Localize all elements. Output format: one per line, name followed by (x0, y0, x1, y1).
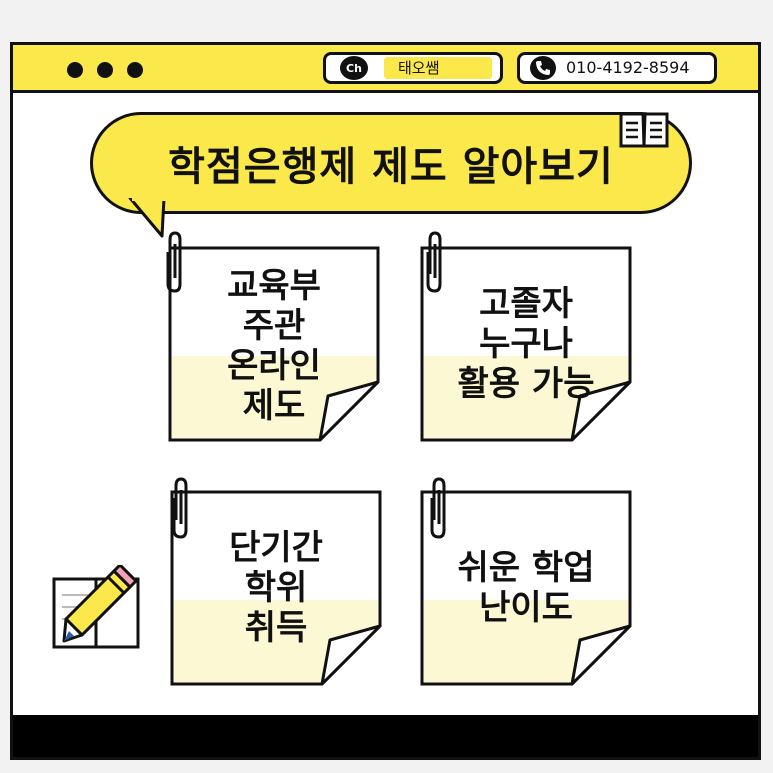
sticky-note: 교육부 주관 온라인 제도 (168, 246, 380, 442)
sticky-note: 고졸자 누구나 활용 가능 (420, 246, 632, 442)
book-icon (619, 112, 669, 148)
more-dots-icon (97, 62, 113, 78)
paperclip-icon (426, 231, 442, 293)
pencil-book-icon (52, 565, 140, 649)
note-line: 온라인 (227, 346, 321, 386)
note-line: 취득 (244, 608, 308, 648)
page-title: 학점은행제 제도 알아보기 (168, 144, 614, 190)
note-line: 누구나 (479, 324, 573, 364)
note-line: 고졸자 (479, 284, 573, 324)
note-line: 단기간 (229, 528, 323, 568)
phone-number: 010-4192-8594 (566, 58, 690, 77)
bottom-bar (13, 715, 758, 757)
channel-icon: Ch (340, 56, 368, 80)
phone-button[interactable]: 010-4192-8594 (517, 52, 717, 84)
more-dots-icon (67, 62, 83, 78)
note-line: 난이도 (479, 588, 573, 628)
phone-icon (530, 56, 556, 80)
note-line: 제도 (242, 386, 306, 426)
top-bar: Ch 태오쌤 010-4192-8594 (13, 45, 758, 93)
note-line: 활용 가능 (457, 364, 595, 404)
sticky-note: 단기간 학위 취득 (170, 490, 382, 686)
paperclip-icon (172, 477, 188, 539)
paperclip-icon (166, 231, 182, 293)
paperclip-icon (430, 477, 446, 539)
title-bubble: 학점은행제 제도 알아보기 (90, 112, 692, 214)
bubble-tail (128, 198, 166, 238)
note-line: 주관 (242, 306, 306, 346)
more-dots-icon (127, 62, 143, 78)
channel-name: 태오쌤 (384, 57, 492, 79)
note-line: 학위 (244, 568, 308, 608)
channel-button[interactable]: Ch 태오쌤 (323, 52, 503, 84)
sticky-note: 쉬운 학업 난이도 (420, 490, 632, 686)
note-line: 쉬운 학업 (457, 548, 595, 588)
note-line: 교육부 (227, 266, 321, 306)
